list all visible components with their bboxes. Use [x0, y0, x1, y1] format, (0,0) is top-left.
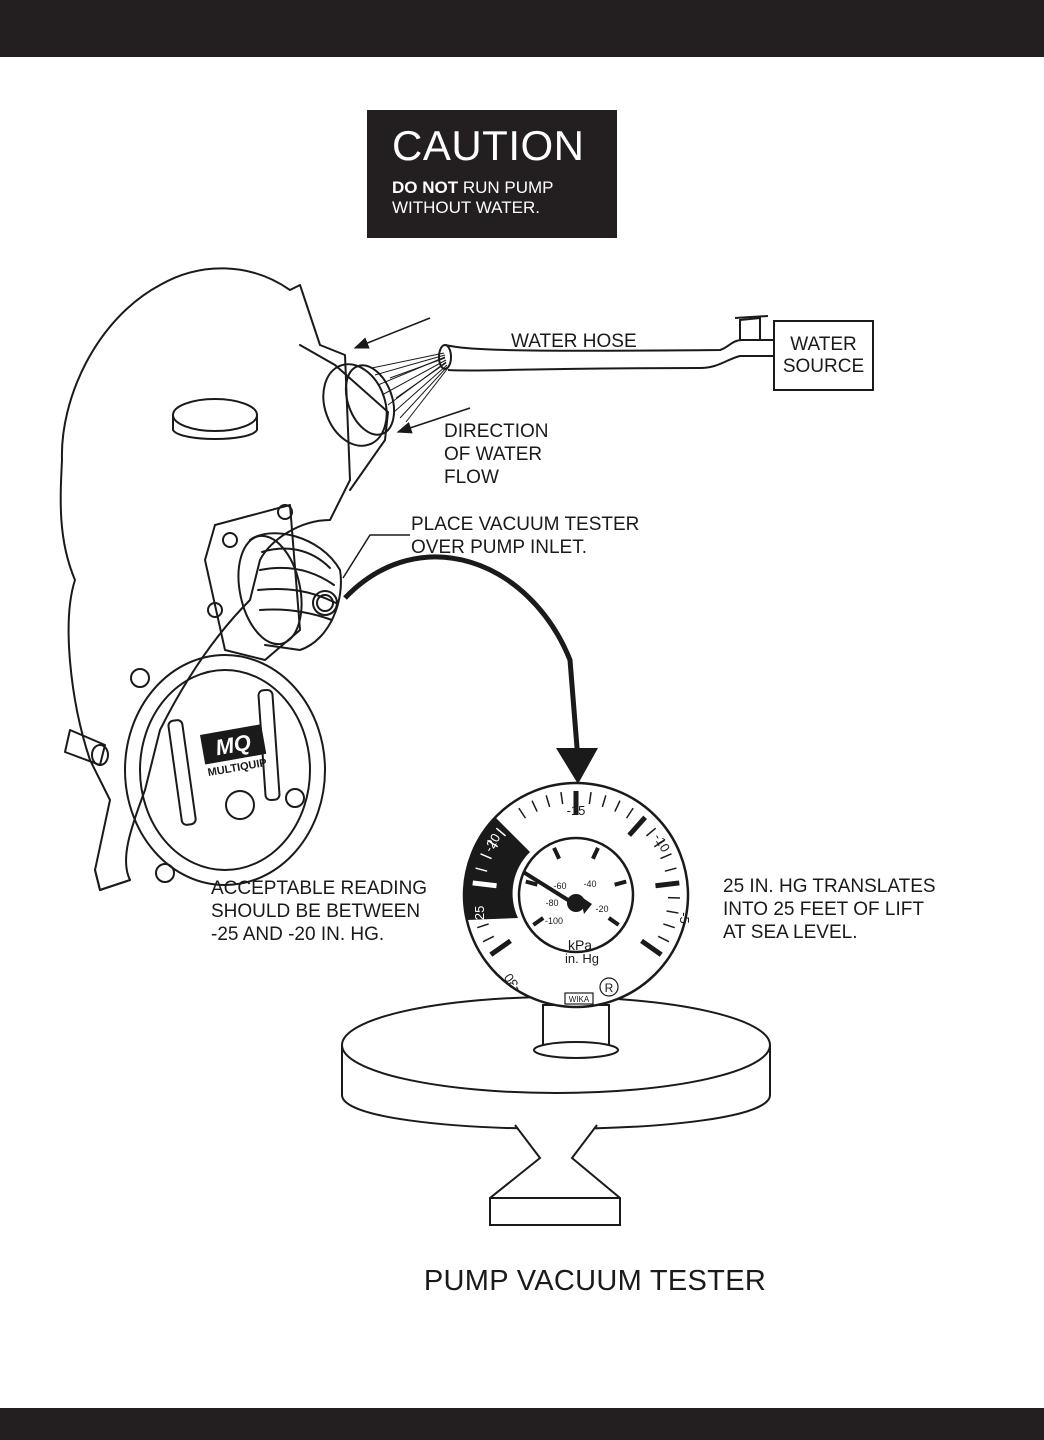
major-tick	[504, 815, 525, 837]
tick-label-15: -15	[567, 803, 586, 818]
flow-arrow-lower	[396, 407, 471, 434]
minor-tick	[480, 853, 492, 860]
acceptable-reading-label: ACCEPTABLE READING SHOULD BE BETWEEN -25…	[211, 877, 427, 946]
major-tick	[489, 938, 512, 957]
minor-tick	[531, 800, 538, 812]
minor-tick	[487, 839, 499, 848]
vacuum-leader-line	[342, 534, 410, 579]
water-source-label: WATER SOURCE	[774, 334, 873, 378]
inlet-neck	[299, 344, 389, 491]
major-tick	[627, 815, 648, 837]
minor-tick	[477, 923, 489, 929]
mq-logo-text: MQ	[214, 729, 253, 760]
caution-box: CAUTION DO NOT RUN PUMP WITHOUT WATER.	[367, 110, 617, 238]
place-vacuum-line-2: OVER PUMP INLET.	[411, 537, 587, 558]
kpa-label-40: -40	[583, 879, 596, 889]
minor-tick	[645, 827, 657, 837]
minor-tick	[666, 910, 679, 914]
acceptable-line-2: SHOULD BE BETWEEN	[211, 901, 421, 922]
minor-tick	[601, 795, 607, 808]
tick-label-25: -25	[472, 906, 487, 925]
place-vacuum-line-1: PLACE VACUUM TESTER	[411, 514, 640, 535]
kpa-tick	[607, 916, 620, 927]
pump-body	[59, 267, 351, 891]
minor-tick	[495, 827, 507, 837]
kpa-tick	[525, 879, 538, 887]
kpa-tick	[591, 847, 600, 860]
tick-label-5: -5	[677, 912, 692, 924]
direction-line-1: DIRECTION	[444, 421, 549, 442]
water-hose-label: WATER HOSE	[511, 331, 637, 352]
registered-mark: R	[605, 981, 614, 995]
water-source-box	[773, 320, 874, 391]
curved-arrow	[343, 554, 581, 761]
mq-logo: MQ MULTIQUIP	[200, 724, 268, 779]
place-vacuum-label: PLACE VACUUM TESTER OVER PUMP INLET.	[411, 513, 639, 559]
curved-arrowhead	[556, 748, 598, 784]
kpa-tick	[552, 847, 561, 860]
outlet-port	[172, 398, 258, 432]
minor-tick	[588, 791, 592, 805]
minor-tick	[560, 791, 564, 805]
minor-tick	[663, 923, 675, 929]
water-source-line-2: SOURCE	[782, 356, 865, 377]
minor-tick	[614, 800, 621, 812]
water-spray	[371, 352, 449, 423]
gauge-needle	[522, 870, 592, 914]
translates-line-1: 25 IN. HG TRANSLATES	[723, 876, 936, 897]
caution-run-pump: RUN PUMP	[458, 178, 554, 197]
direction-line-3: FLOW	[444, 467, 499, 488]
flange-plate	[204, 504, 301, 661]
caution-title: CAUTION	[392, 122, 585, 169]
acceptable-line-1: ACCEPTABLE READING	[211, 878, 428, 899]
kpa-label-60: -60	[553, 881, 566, 891]
figure-caption: PUMP VACUUM TESTER	[423, 1265, 767, 1297]
translates-line-2: INTO 25 FEET OF LIFT	[723, 899, 924, 920]
kpa-tick	[614, 879, 627, 887]
minor-tick	[545, 795, 551, 808]
minor-tick	[660, 853, 672, 860]
kpa-label-20: -20	[595, 904, 608, 914]
minor-tick	[625, 807, 634, 819]
major-tick	[472, 880, 497, 889]
flow-arrow-upper	[353, 317, 431, 349]
translates-line-3: AT SEA LEVEL.	[723, 922, 858, 943]
minor-tick	[473, 910, 486, 914]
water-hose	[438, 315, 775, 372]
kpa-label-100: -100	[545, 916, 563, 926]
major-tick	[640, 938, 663, 957]
minor-tick	[664, 867, 677, 872]
caution-do-not: DO NOT	[392, 178, 459, 197]
minor-tick	[518, 807, 527, 819]
vacuum-gauge: -15 -10 -5 -20 -25 -30 -60 -40 -20 -80 -…	[462, 781, 692, 1009]
vacuum-tester	[237, 532, 342, 651]
direction-label: DIRECTION OF WATER FLOW	[444, 420, 549, 489]
face-plate	[124, 654, 326, 886]
gauge-pedestal	[341, 996, 771, 1226]
major-tick	[655, 880, 680, 889]
bottom-bar	[0, 1408, 1044, 1440]
direction-line-2: OF WATER	[444, 444, 543, 465]
minor-tick	[475, 867, 488, 872]
units-inhg: in. Hg	[565, 951, 599, 966]
kpa-label-80: -80	[545, 898, 558, 908]
caution-text: DO NOT RUN PUMP WITHOUT WATER.	[392, 178, 617, 218]
caution-without-water: WITHOUT WATER.	[392, 198, 540, 217]
wika-brand: WIKA	[569, 995, 590, 1004]
units-kpa: kPa	[568, 937, 592, 953]
translates-label: 25 IN. HG TRANSLATES INTO 25 FEET OF LIF…	[723, 875, 936, 944]
minor-tick	[657, 935, 670, 943]
top-bar	[0, 0, 1044, 57]
minor-tick	[482, 935, 495, 943]
minor-tick	[653, 839, 665, 848]
water-source-line-1: WATER	[790, 334, 857, 355]
gauge-ticks	[472, 791, 680, 957]
acceptable-line-3: -25 AND -20 IN. HG.	[211, 924, 385, 945]
kpa-tick	[532, 916, 545, 927]
